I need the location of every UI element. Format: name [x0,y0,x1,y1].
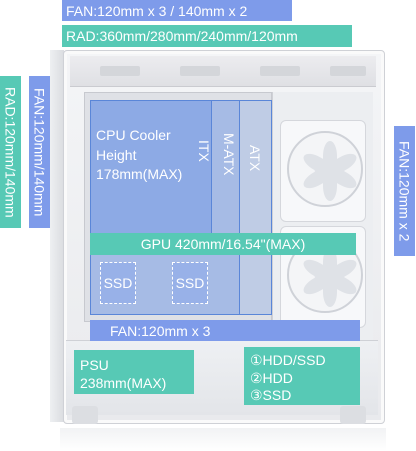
cpu-cooler-line-1: CPU Cooler [96,127,171,143]
rear-fan-label: FAN:120mm/140mm [29,76,50,228]
psu-line-1: PSU [80,357,109,373]
gpu-length-label: GPU 420mm/16.54"(MAX) [90,233,356,255]
bottom-fan-label: FAN:120mm x 3 [90,320,360,341]
front-fan-text: FAN:120mm x 2 [396,140,413,242]
front-fan-icon [280,120,366,222]
top-vent-slot [260,66,300,76]
drive-bay-line-3: ③SSD [250,387,292,403]
drive-bay-line-2: ②HDD [250,370,293,386]
psu-label: PSU 238mm(MAX) [74,350,194,394]
drive-bays-label: ①HDD/SSD ②HDD ③SSD [244,347,360,405]
top-vent-slot [180,66,220,76]
ssd-slot-2: SSD [172,262,208,304]
top-vent-slot [330,66,366,76]
case-reflection [60,428,386,451]
cpu-cooler-line-3: 178mm(MAX) [96,166,183,182]
rear-fan-text: FAN:120mm/140mm [31,87,48,217]
ssd-slot-1: SSD [100,262,136,304]
cpu-cooler-label: CPU Cooler Height 178mm(MAX) [90,120,190,188]
atx-label: ATX [247,145,263,172]
case-foot [72,406,98,424]
top-fan-label: FAN:120mm x 3 / 140mm x 2 [62,0,292,21]
itx-zone [90,100,212,236]
case-side-panel [50,50,64,422]
top-vent-slot [100,66,140,76]
psu-line-2: 238mm(MAX) [80,375,167,391]
case-foot [340,406,366,424]
matx-label: M-ATX [221,133,237,176]
cpu-cooler-line-2: Height [96,147,137,163]
rear-radiator-text: RAD:120mm/140mm [2,86,19,218]
front-fan-label: FAN:120mm x 2 [394,126,415,256]
drive-bay-line-1: ①HDD/SSD [250,352,326,368]
rear-radiator-label: RAD:120mm/140mm [0,76,21,228]
top-radiator-label: RAD:360mm/280mm/240mm/120mm [62,25,352,47]
itx-label: ITX [196,140,212,162]
